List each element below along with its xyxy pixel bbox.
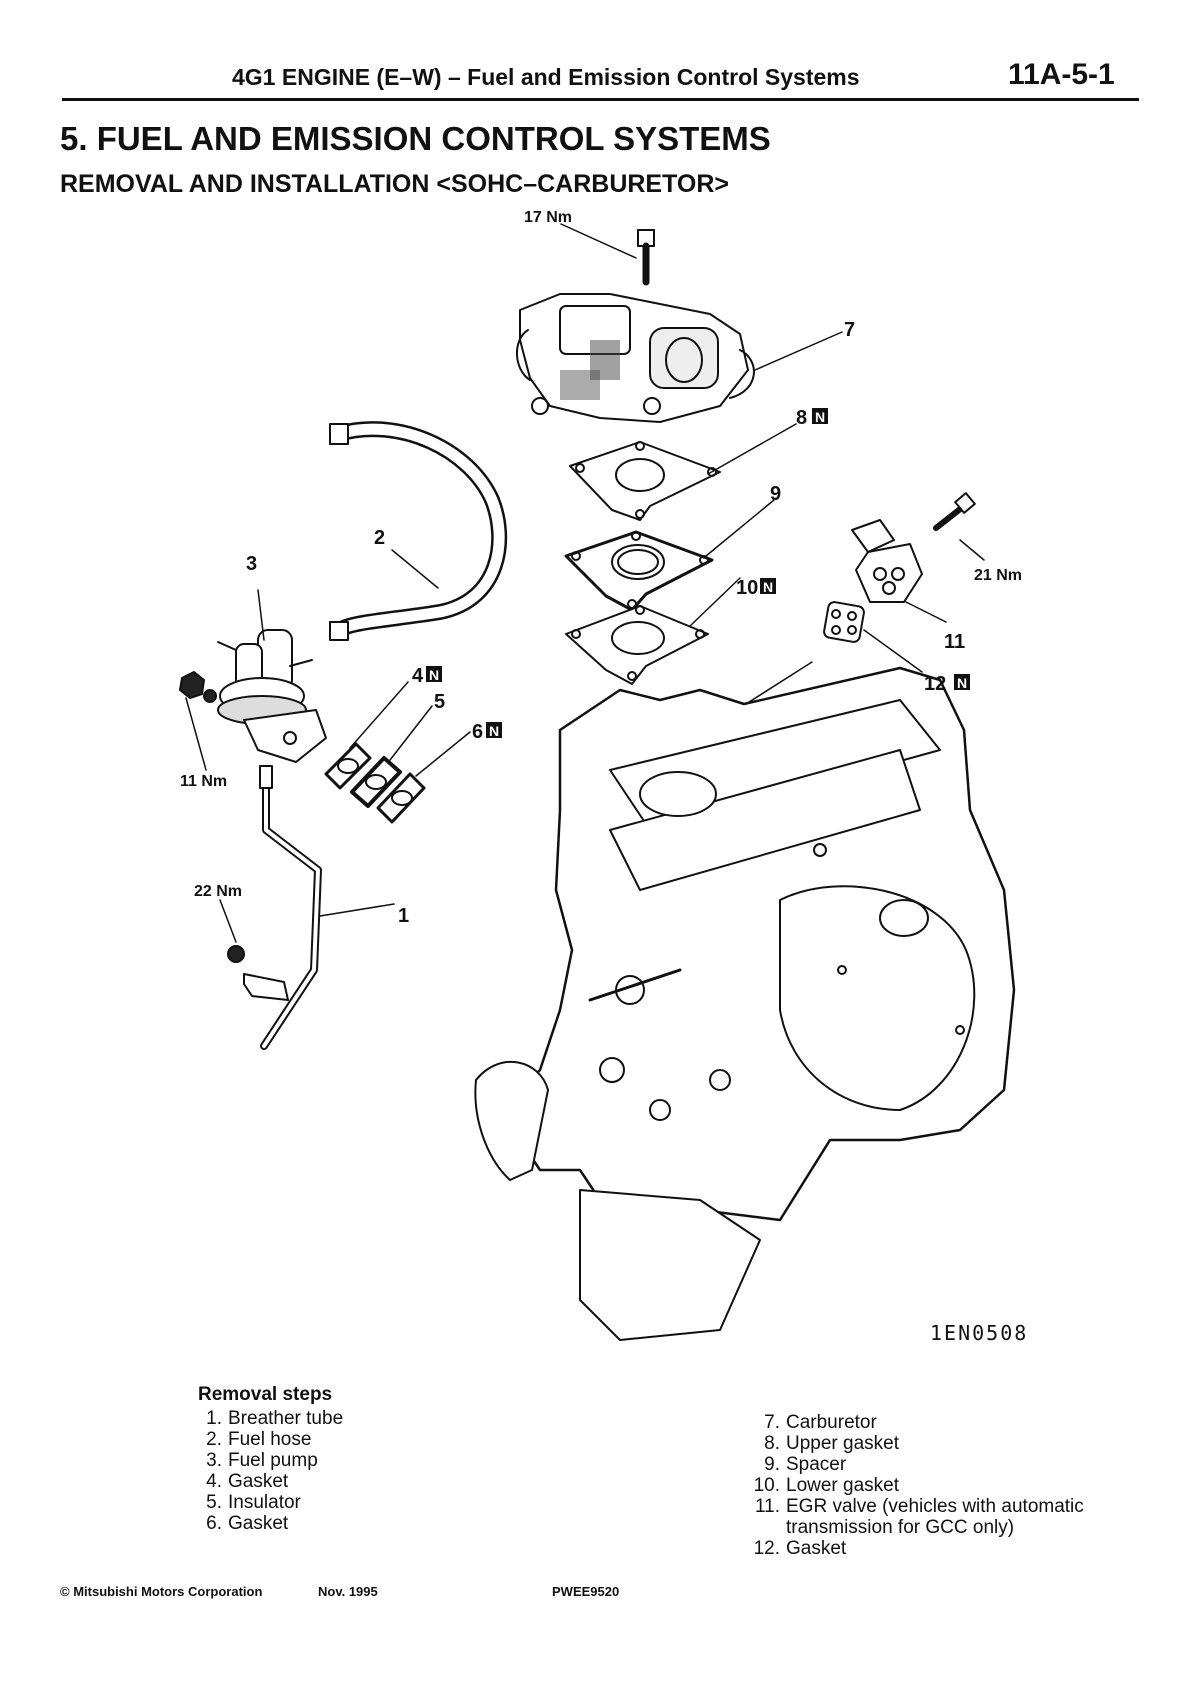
removal-step: 3.Fuel pump	[206, 1450, 318, 1471]
tube-bolt-torque: 22 Nm	[194, 883, 242, 900]
removal-steps-right: 7.Carburetor 8.Upper gasket 9.Spacer 10.…	[746, 1412, 1166, 1559]
callout-4: 4	[412, 665, 424, 687]
exploded-view-diagram: 17 Nm 21 Nm 11 Nm 22 Nm 1 2 3 4 5 6 7 8 …	[179, 210, 1028, 1345]
removal-steps-left: 1.Breather tube 2.Fuel hose 3.Fuel pump …	[194, 1408, 343, 1534]
svg-text:N: N	[429, 667, 439, 683]
figure-code: 1EN0508	[930, 1321, 1028, 1345]
removal-step: 11.EGR valve (vehicles with automatic tr…	[754, 1496, 1090, 1538]
svg-text:N: N	[815, 409, 825, 425]
callout-9: 9	[770, 483, 781, 505]
egr-bolt-torque: 21 Nm	[974, 567, 1022, 584]
svg-text:N: N	[957, 675, 967, 691]
pump-nut	[179, 671, 217, 703]
callout-7: 7	[844, 319, 855, 341]
removal-step: 6.Gasket	[206, 1513, 289, 1534]
section-subtitle: REMOVAL AND INSTALLATION <SOHC–CARBURETO…	[60, 170, 730, 198]
tube-bracket	[227, 945, 289, 1001]
new-part-mark: N	[954, 674, 970, 691]
new-part-mark: N	[760, 578, 776, 595]
engine-block	[474, 666, 1016, 1341]
breather-tube	[259, 765, 322, 1050]
page-number: 11A-5-1	[1008, 58, 1115, 91]
egr-bolt	[933, 492, 976, 531]
header-rule	[62, 98, 1139, 101]
carburetor	[515, 293, 755, 423]
section-title: 5. FUEL AND EMISSION CONTROL SYSTEMS	[60, 120, 771, 157]
removal-step: 10.Lower gasket	[753, 1475, 900, 1496]
footer-copyright: © Mitsubishi Motors Corporation	[60, 1584, 263, 1599]
callout-1: 1	[398, 905, 409, 927]
footer-code: PWEE9520	[552, 1584, 620, 1599]
insulator-gasket	[376, 772, 426, 824]
new-part-mark: N	[426, 666, 442, 683]
new-part-mark: N	[486, 722, 502, 739]
footer-date: Nov. 1995	[318, 1584, 378, 1599]
removal-steps-title: Removal steps	[198, 1384, 333, 1405]
removal-step: 5.Insulator	[206, 1492, 301, 1513]
removal-step: 12.Gasket	[753, 1538, 847, 1559]
removal-step: 1.Breather tube	[206, 1408, 344, 1429]
page-header-title: 4G1 ENGINE (E–W) – Fuel and Emission Con…	[232, 64, 860, 90]
callout-12: 12	[924, 673, 946, 695]
fuel-hose	[329, 421, 508, 641]
removal-step: 8.Upper gasket	[764, 1433, 900, 1454]
callout-8: 8	[796, 407, 807, 429]
svg-text:N: N	[489, 723, 499, 739]
new-part-mark: N	[812, 408, 828, 425]
callout-11: 11	[944, 631, 965, 653]
callout-6: 6	[472, 721, 483, 743]
pump-gasket	[324, 742, 372, 790]
removal-step: 7.Carburetor	[764, 1412, 877, 1433]
carburetor-bolt	[637, 229, 655, 286]
callout-5: 5	[434, 691, 445, 713]
upper-gasket	[569, 441, 721, 521]
removal-step: 9.Spacer	[764, 1454, 847, 1475]
svg-text:N: N	[763, 579, 773, 595]
pump-insulator	[350, 756, 402, 808]
callout-10: 10	[736, 577, 758, 599]
egr-valve	[851, 519, 923, 603]
spacer	[564, 530, 714, 612]
carb-bolt-torque: 17 Nm	[524, 210, 572, 226]
callout-2: 2	[374, 527, 385, 549]
fuel-pump	[217, 629, 327, 763]
lower-gasket	[565, 605, 709, 685]
egr-gasket	[823, 601, 865, 643]
pump-nut-torque: 11 Nm	[180, 773, 227, 790]
removal-step: 2.Fuel hose	[206, 1429, 312, 1450]
removal-step: 4.Gasket	[206, 1471, 289, 1492]
callout-3: 3	[246, 553, 257, 575]
